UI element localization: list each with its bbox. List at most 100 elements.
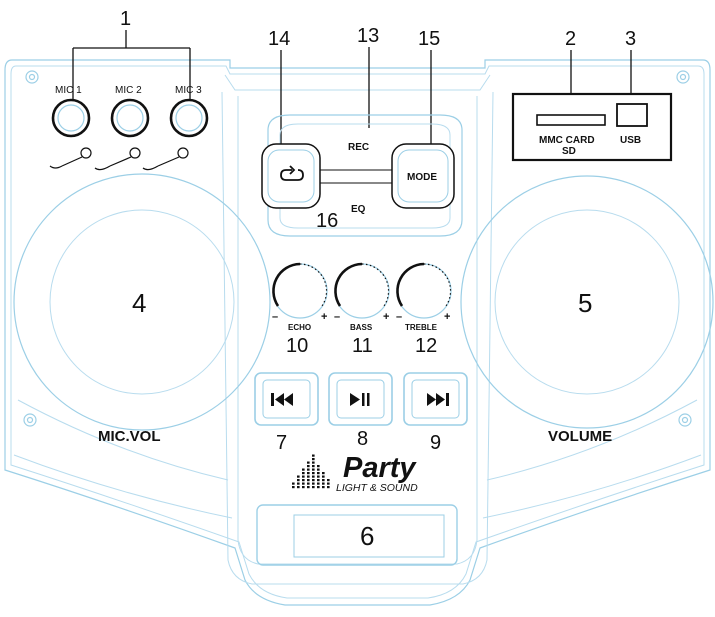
callout-1-bracket xyxy=(72,30,191,100)
logo-dot xyxy=(312,486,315,489)
logo-dot xyxy=(307,472,310,475)
logo-dot xyxy=(307,486,310,489)
logo-dot xyxy=(317,472,320,475)
party-logo-icon xyxy=(292,454,330,489)
callout-8: 8 xyxy=(357,428,368,450)
bass-minus: – xyxy=(334,311,340,323)
rec-label: REC xyxy=(348,142,369,153)
next-button[interactable] xyxy=(403,372,468,426)
logo-dot xyxy=(312,465,315,468)
logo-dot xyxy=(322,475,325,478)
logo-dot xyxy=(302,486,305,489)
master-volume-knob[interactable] xyxy=(460,175,714,429)
callout-11: 11 xyxy=(352,335,373,357)
logo-dot xyxy=(307,461,310,464)
logo-dot xyxy=(307,482,310,485)
play-pause-button[interactable] xyxy=(328,372,393,426)
mode-label: MODE xyxy=(407,172,437,183)
logo-dot xyxy=(327,479,330,482)
bass-label: BASS xyxy=(350,323,373,332)
echo-plus: + xyxy=(321,311,327,323)
callout-7: 7 xyxy=(276,432,287,454)
logo-dot xyxy=(317,475,320,478)
repeat-button[interactable] xyxy=(261,143,321,209)
logo-dot xyxy=(297,486,300,489)
microphone-icons xyxy=(49,147,189,171)
logo-dot xyxy=(307,475,310,478)
callout-1: 1 xyxy=(120,8,131,30)
mic-jacks: MIC 1 MIC 2 MIC 3 xyxy=(51,85,209,138)
logo-dot xyxy=(302,468,305,471)
mic-3-label: MIC 3 xyxy=(175,85,202,96)
callout-13: 13 xyxy=(357,25,379,47)
logo-dot xyxy=(297,475,300,478)
logo-tagline: LIGHT & SOUND xyxy=(336,482,418,494)
logo-dot xyxy=(322,479,325,482)
callout-5: 5 xyxy=(578,288,592,318)
logo-dot xyxy=(312,468,315,471)
logo-dot xyxy=(312,475,315,478)
logo-dot xyxy=(317,465,320,468)
bass-knob[interactable] xyxy=(334,262,390,319)
treble-minus: – xyxy=(396,311,402,323)
play-pause-icon xyxy=(350,393,370,406)
mode-panel-outline xyxy=(267,114,463,237)
bass-plus: + xyxy=(383,311,389,323)
callout-12: 12 xyxy=(415,335,437,357)
callout-16: 16 xyxy=(316,210,338,232)
logo-dot xyxy=(302,475,305,478)
next-icon xyxy=(427,393,449,406)
logo-dot xyxy=(312,454,315,457)
treble-knob[interactable] xyxy=(396,262,452,319)
callout-2: 2 xyxy=(565,28,576,50)
logo-dot xyxy=(307,465,310,468)
card-slot-label-2: SD xyxy=(562,146,576,157)
mode-button[interactable] xyxy=(391,143,455,209)
mic-1-label: MIC 1 xyxy=(55,85,82,96)
logo-dot xyxy=(327,486,330,489)
sd-card-slot[interactable] xyxy=(536,114,606,126)
logo-dot xyxy=(317,479,320,482)
callout-4: 4 xyxy=(132,288,146,318)
logo-dot xyxy=(297,482,300,485)
logo-dot xyxy=(302,482,305,485)
mic-volume-knob[interactable] xyxy=(13,173,271,431)
logo-dot xyxy=(312,458,315,461)
logo-dot xyxy=(292,482,295,485)
device-body-outline xyxy=(4,59,711,606)
eq-label: EQ xyxy=(351,204,366,215)
screw-icons xyxy=(23,70,692,427)
logo-dot xyxy=(317,482,320,485)
callout-6: 6 xyxy=(360,521,374,551)
logo-dot xyxy=(307,479,310,482)
echo-knob[interactable] xyxy=(272,262,328,319)
previous-icon xyxy=(271,393,293,406)
logo-dot xyxy=(302,479,305,482)
usb-port[interactable] xyxy=(616,103,648,127)
callout-10: 10 xyxy=(286,335,308,357)
repeat-icon xyxy=(280,165,304,181)
callout-9: 9 xyxy=(430,432,441,454)
mic-2-label: MIC 2 xyxy=(115,85,142,96)
microphone-icon xyxy=(142,147,189,171)
logo-dot xyxy=(322,472,325,475)
echo-minus: – xyxy=(272,311,278,323)
logo-dot xyxy=(317,468,320,471)
logo-dot xyxy=(312,472,315,475)
logo-dot xyxy=(312,482,315,485)
logo-dot xyxy=(297,479,300,482)
microphone-icon xyxy=(94,147,141,171)
logo-dot xyxy=(312,461,315,464)
logo-dot xyxy=(322,482,325,485)
echo-label: ECHO xyxy=(288,323,311,332)
logo-dot xyxy=(292,486,295,489)
usb-label: USB xyxy=(620,135,641,146)
callout-14: 14 xyxy=(268,28,290,50)
logo-dot xyxy=(322,486,325,489)
mic-vol-label: MIC.VOL xyxy=(98,428,161,445)
logo-dot xyxy=(327,482,330,485)
logo-dot xyxy=(317,486,320,489)
logo-dot xyxy=(307,468,310,471)
